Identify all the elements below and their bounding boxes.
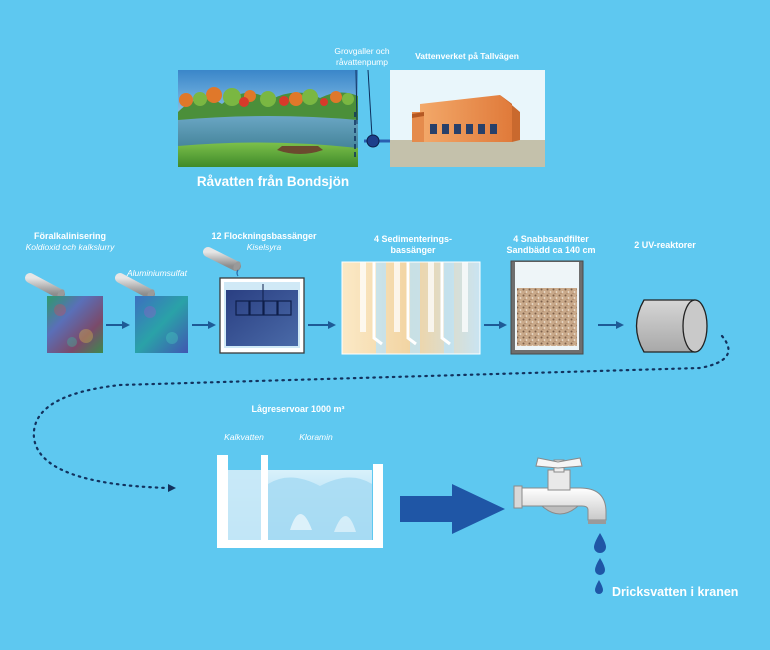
- water-drop: [595, 558, 605, 575]
- pump-pointer-1: [355, 69, 358, 125]
- prealkalinization-tank: [47, 296, 103, 353]
- dotted-return-path: [32, 334, 730, 490]
- sand-filter: [510, 260, 584, 355]
- water-drops: [594, 533, 606, 594]
- lake-caption: Råvatten från Bondsjön: [196, 174, 350, 189]
- sedimentation-title-line1: 4 Sedimenterings-: [373, 234, 453, 244]
- tap: [513, 457, 607, 524]
- reservoir-right-label: Kloramin: [299, 432, 333, 442]
- reservoir-title: Lågreservoar 1000 m³: [251, 404, 345, 414]
- plant-caption: Vattenverket på Tallvägen: [415, 51, 519, 61]
- output-caption: Dricksvatten i kranen: [612, 585, 739, 599]
- coagulation-tank: [135, 296, 188, 353]
- lake-image: [178, 70, 358, 167]
- water-drop: [594, 533, 606, 553]
- alum-label: Aluminiumsulfat: [127, 268, 187, 278]
- prealkalinization-chemicals: Koldioxid och kalkslurry: [25, 242, 115, 252]
- dosing-pipe-3: [203, 247, 241, 277]
- plant-image: [390, 70, 545, 167]
- water-drop: [595, 580, 603, 594]
- pump-pointer-2: [367, 69, 373, 137]
- sedimentation-basins: [341, 261, 481, 355]
- flocculation-title: 12 Flockningsbassänger: [211, 231, 317, 241]
- prealkalinization-texture: [54, 304, 93, 347]
- sand-filter-title-line1: 4 Snabbsandfilter: [513, 234, 589, 244]
- coagulation-texture: [144, 306, 178, 344]
- reservoir: [217, 455, 383, 548]
- prealkalinization-title: Föralkalinisering: [33, 231, 107, 241]
- dotted-return-arrowhead: [168, 484, 176, 492]
- sand-filter-title-line2: Sandbädd ca 140 cm: [506, 245, 596, 255]
- pump-caption-line1: Grovgaller och: [334, 46, 390, 56]
- reservoir-left-label: Kalkvatten: [224, 432, 264, 442]
- pump-caption-line2: råvattenpump: [336, 57, 388, 67]
- big-flow-arrow: [400, 484, 505, 534]
- flocculation-chemical: Kiselsyra: [246, 242, 282, 252]
- raw-water-pump: [366, 134, 380, 148]
- uv-title: 2 UV-reaktorer: [634, 240, 696, 250]
- flocculation-basin: [219, 277, 305, 354]
- uv-reactor: [635, 299, 708, 353]
- sedimentation-title-line2: bassänger: [390, 245, 436, 255]
